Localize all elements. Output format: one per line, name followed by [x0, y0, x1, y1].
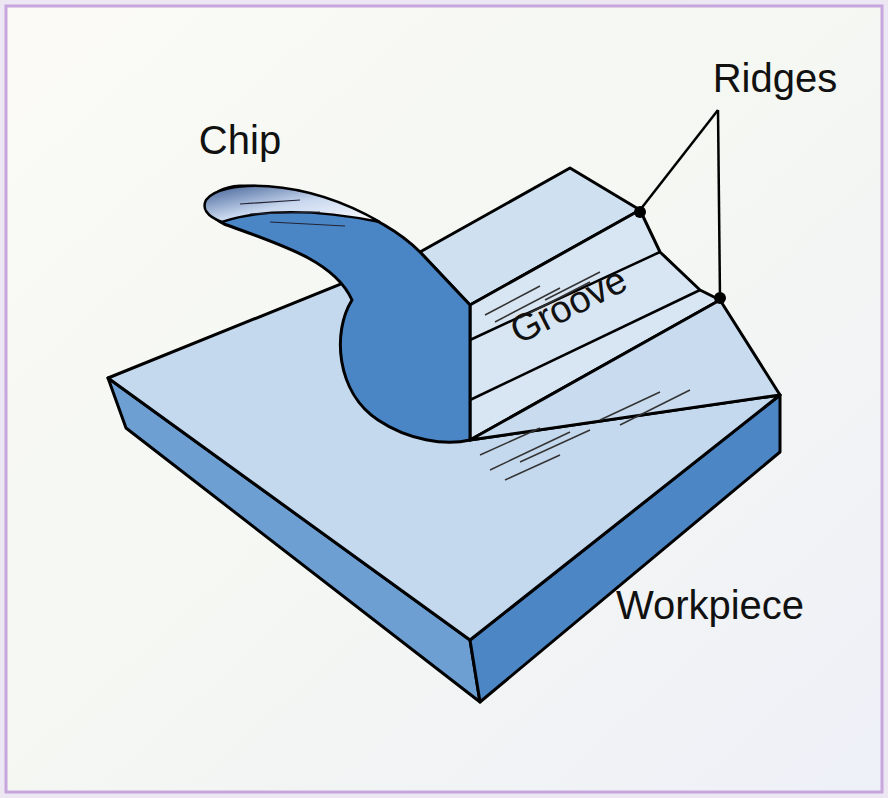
leader-dot: [634, 206, 646, 218]
part-label: Chip: [199, 120, 281, 160]
texture-stroke: [505, 455, 560, 480]
texture-stroke: [620, 390, 690, 425]
chip-streaks: [240, 200, 345, 226]
leader-line: [640, 110, 718, 210]
part-label: Ridges: [713, 58, 838, 98]
chip-body: [209, 186, 470, 442]
texture-stroke: [520, 430, 590, 462]
texture-stroke: [600, 392, 660, 420]
texture-stroke: [490, 432, 570, 470]
panel-frame: [6, 6, 882, 792]
leader-line: [718, 110, 720, 298]
leader-dot: [714, 292, 726, 304]
part-label: Workpiece: [616, 585, 804, 625]
chip-curl-face: [205, 186, 380, 222]
